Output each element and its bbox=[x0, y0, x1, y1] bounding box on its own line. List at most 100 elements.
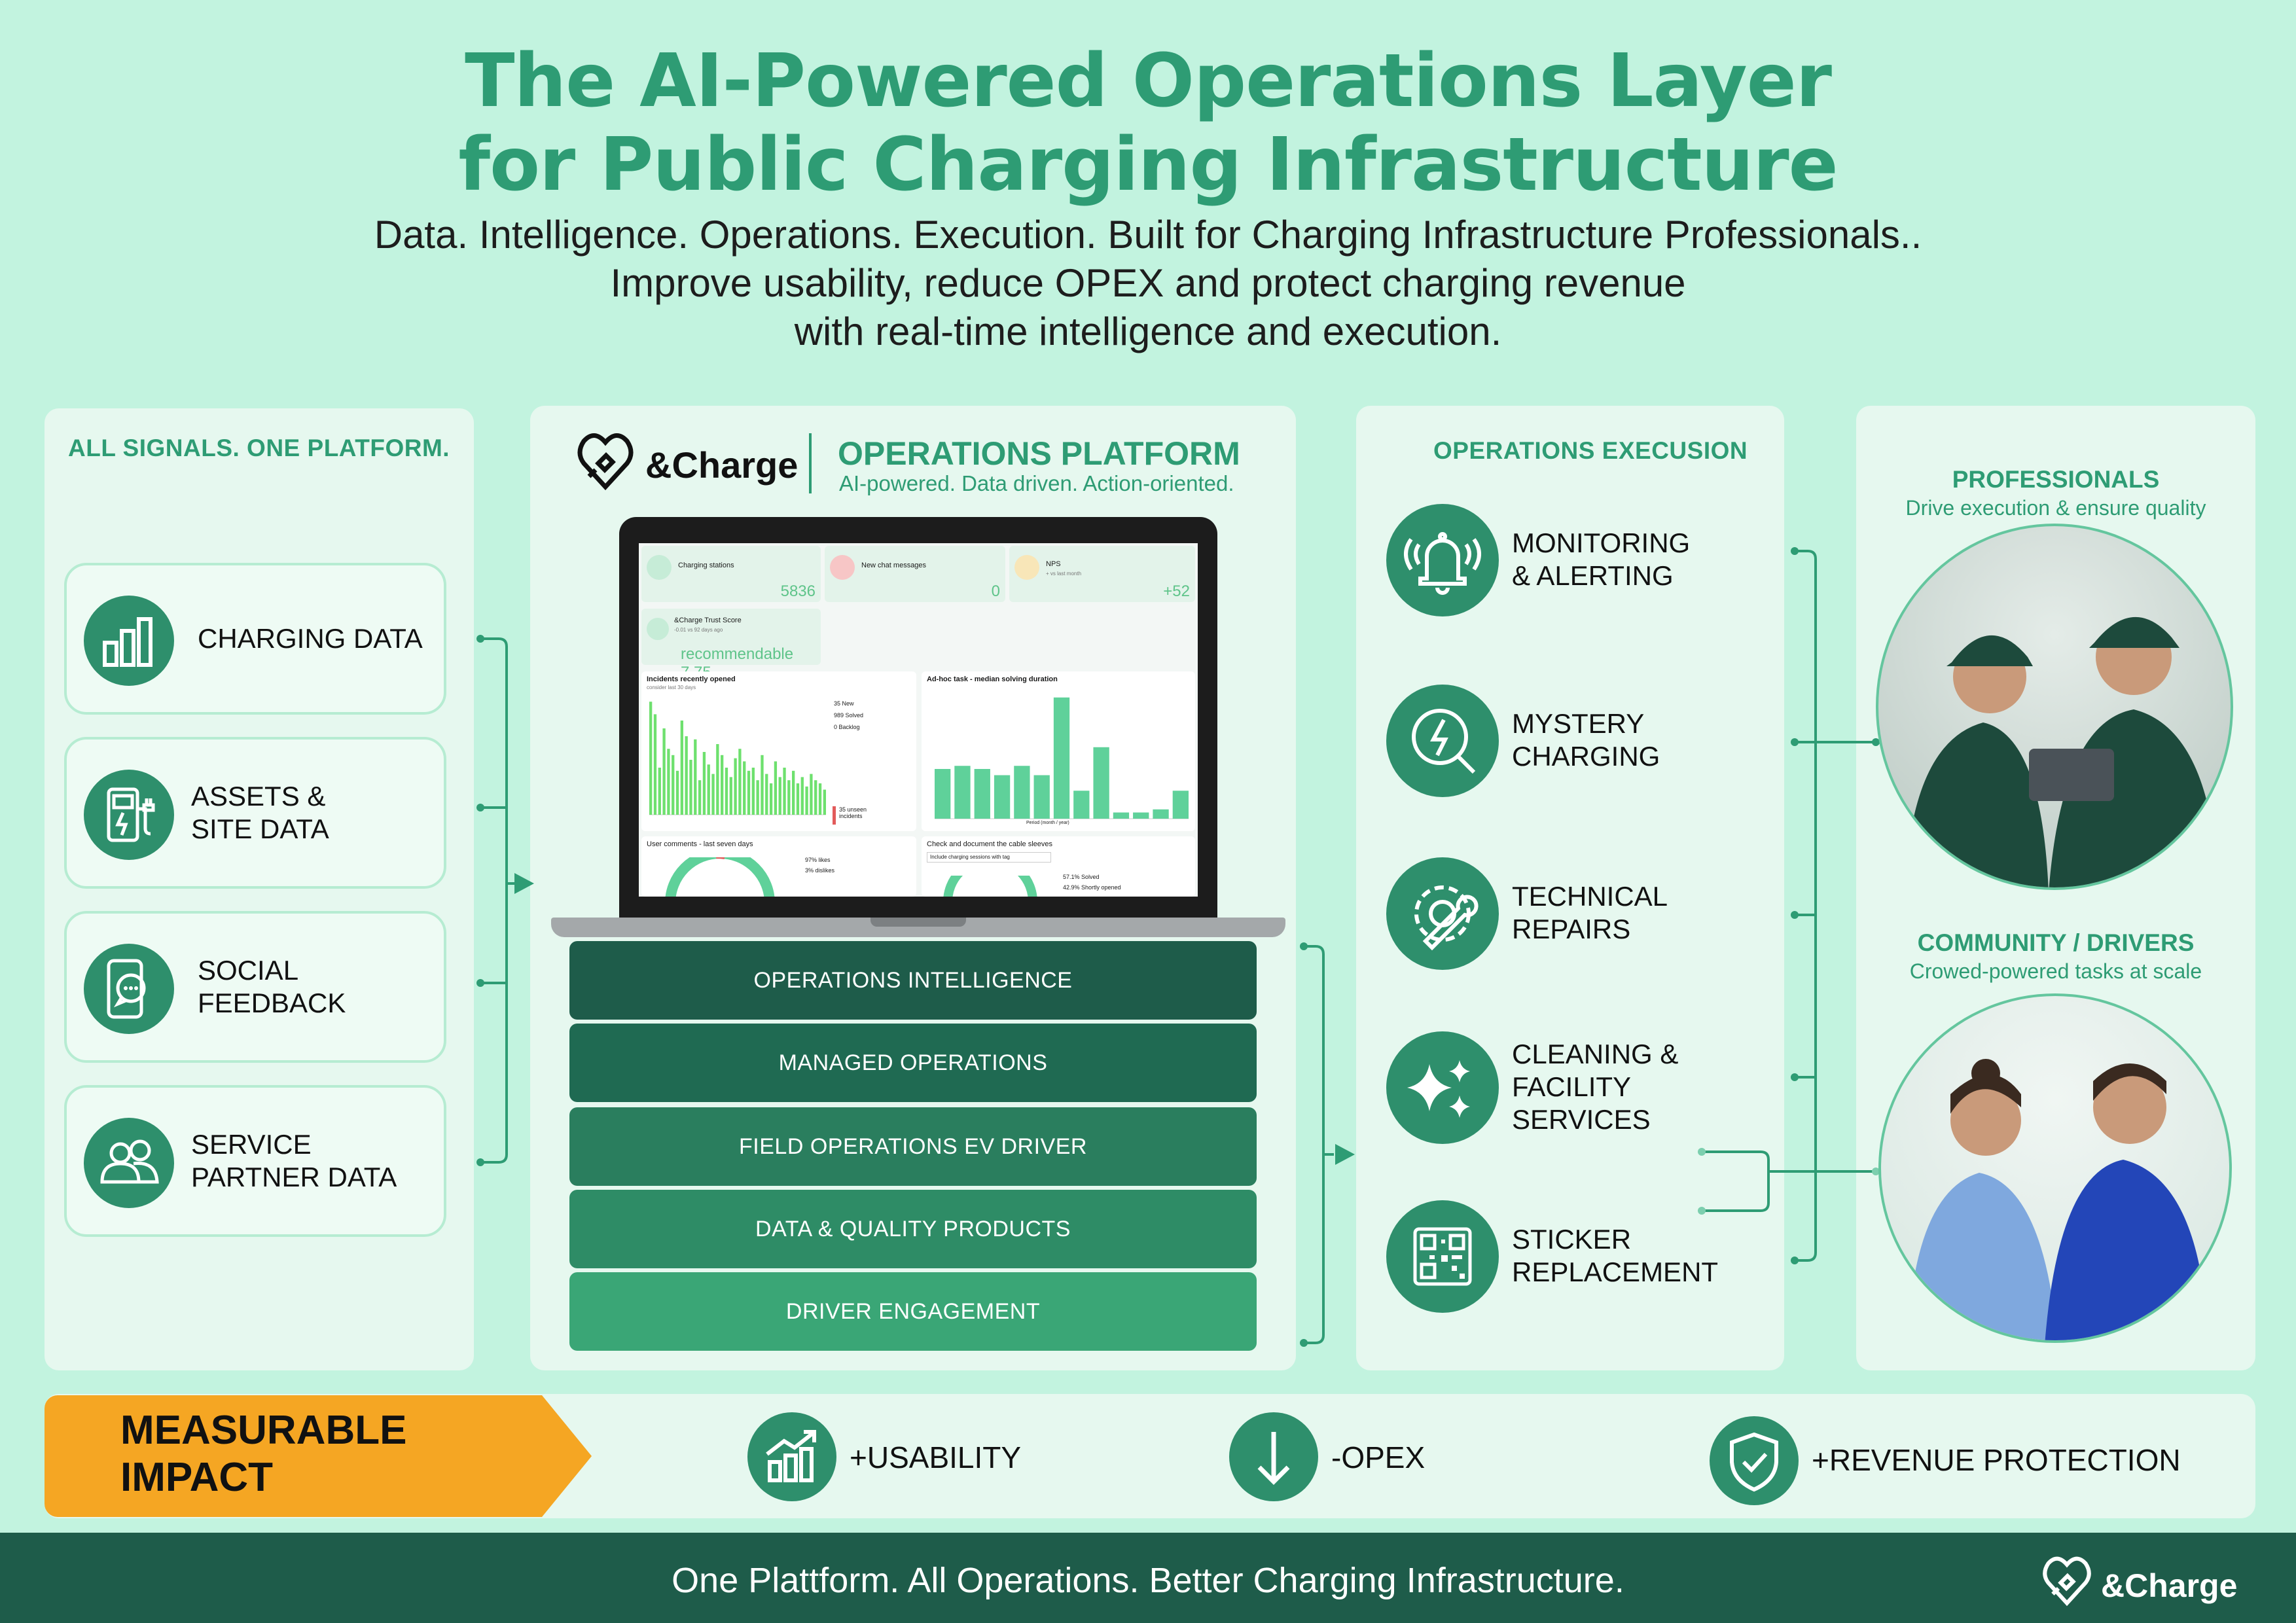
trust-label: &Charge Trust Score bbox=[674, 616, 742, 624]
exec-label: MONITORING & ALERTING bbox=[1512, 527, 1691, 591]
legend-item: 0 Backlog bbox=[834, 724, 860, 730]
chart-bar bbox=[1014, 766, 1030, 819]
unseen-marker bbox=[833, 806, 836, 825]
exec-cleaning: CLEANING & FACILITY SERVICES bbox=[1386, 1025, 1753, 1144]
heart-plug-logo-icon bbox=[2041, 1551, 2093, 1610]
chart-bar bbox=[658, 768, 661, 815]
chart-bar bbox=[729, 777, 732, 815]
signal-label: SOCIAL FEEDBACK bbox=[198, 955, 346, 1018]
kpi-card[interactable]: NPS + vs last month +52 bbox=[1009, 546, 1195, 602]
chart-bar bbox=[1153, 809, 1169, 819]
signal-card-assets: ASSETS & SITE DATA bbox=[64, 737, 446, 889]
exec-label: TECHNICAL REPAIRS bbox=[1512, 881, 1668, 944]
growth-chart-icon bbox=[747, 1412, 836, 1501]
chart-bar bbox=[747, 770, 751, 815]
chart-bar bbox=[935, 769, 951, 819]
bar-chart-icon bbox=[84, 596, 174, 686]
chart-sub: consider last 30 days bbox=[647, 685, 696, 690]
layer-driver-engagement: DRIVER ENGAGEMENT bbox=[569, 1272, 1257, 1351]
professionals-heading: PROFESSIONALS bbox=[1952, 466, 2160, 493]
kpi-sub: + vs last month bbox=[1046, 571, 1082, 577]
chart-bar bbox=[787, 780, 791, 815]
x-axis-label: Period (month / year) bbox=[1026, 821, 1069, 825]
legend-item: 42.9% Shortly opened bbox=[1063, 884, 1121, 891]
chart-bar bbox=[721, 755, 724, 815]
trust-icon bbox=[647, 618, 669, 640]
signal-card-social: SOCIAL FEEDBACK bbox=[64, 911, 446, 1063]
professionals-photo bbox=[1876, 524, 2233, 890]
chart-legend: 35 New 989 Solved 0 Backlog bbox=[834, 698, 863, 733]
page-title: The AI-Powered Operations Layer for Publ… bbox=[0, 39, 2296, 207]
chart-bar bbox=[680, 721, 683, 815]
platform-tagline: AI-powered. Data driven. Action-oriented… bbox=[839, 471, 1234, 495]
chart-bar bbox=[796, 783, 800, 815]
chart-bar bbox=[1172, 791, 1189, 819]
bell-icon bbox=[1386, 504, 1499, 616]
chart-bar bbox=[800, 777, 804, 815]
footer-brand: &Charge bbox=[2101, 1567, 2238, 1604]
chart-bar bbox=[662, 728, 666, 815]
adhoc-bar-chart bbox=[935, 697, 1189, 819]
legend-item: 989 Solved bbox=[834, 712, 864, 719]
community-heading: COMMUNITY / DRIVERS bbox=[1917, 929, 2195, 956]
kpi-label: NPS bbox=[1046, 560, 1061, 568]
signals-heading: ALL SIGNALS. ONE PLATFORM. bbox=[68, 435, 450, 461]
laptop-notch bbox=[870, 918, 966, 927]
adhoc-chart-card: Ad-hoc task - median solving duration Pe… bbox=[922, 671, 1195, 831]
exec-label: MYSTERY CHARGING bbox=[1512, 708, 1660, 772]
impact-usability: +USABILITY bbox=[850, 1440, 1022, 1474]
kpi-card[interactable]: Charging stations 5836 bbox=[641, 546, 821, 602]
chart-bar bbox=[743, 761, 746, 815]
footer bbox=[0, 1533, 2296, 1623]
execution-heading: OPERATIONS EXECUSION bbox=[1433, 437, 1748, 464]
chart-bar bbox=[685, 736, 688, 815]
chart-bar bbox=[702, 752, 706, 815]
exec-label: STICKER REPLACEMENT bbox=[1512, 1224, 1719, 1287]
chart-bar bbox=[765, 774, 768, 815]
brand-name: &Charge bbox=[645, 444, 798, 486]
legend-item: 3% dislikes bbox=[805, 867, 835, 874]
chart-bar bbox=[649, 702, 653, 815]
impact-arrow bbox=[45, 1395, 592, 1517]
chart-bar bbox=[814, 780, 817, 815]
impact-revenue: +REVENUE PROTECTION bbox=[1812, 1443, 2181, 1477]
chart-bar bbox=[974, 769, 990, 819]
trust-sub: -0.01 vs 92 days ago bbox=[674, 627, 723, 633]
kpi-card[interactable]: New chat messages 0 bbox=[825, 546, 1005, 602]
people-icon bbox=[84, 1118, 174, 1208]
kpi-label: Charging stations bbox=[678, 562, 734, 569]
trust-score-card[interactable]: &Charge Trust Score -0.01 vs 92 days ago… bbox=[641, 609, 821, 681]
chart-bar bbox=[667, 749, 670, 815]
comments-card: User comments - last seven days 97% like… bbox=[641, 836, 916, 897]
chart-title: User comments - last seven days bbox=[647, 840, 753, 848]
chart-bar bbox=[761, 755, 764, 815]
incidents-bar-chart bbox=[649, 702, 826, 815]
layer-operations-intelligence: OPERATIONS INTELLIGENCE bbox=[569, 941, 1257, 1020]
shield-check-icon bbox=[1710, 1416, 1799, 1505]
gear-wrench-icon bbox=[1386, 857, 1499, 970]
chart-bar bbox=[751, 768, 755, 815]
legend-item: 97% likes bbox=[805, 857, 831, 863]
title-line-1: The AI-Powered Operations Layer bbox=[465, 39, 1832, 124]
kpi-value: 0 bbox=[991, 582, 1000, 600]
chart-bar bbox=[818, 783, 822, 815]
subtitle-line-1: Data. Intelligence. Operations. Executio… bbox=[374, 213, 1922, 257]
kpi-value: +52 bbox=[1163, 582, 1190, 600]
chart-legend: 97% likes 3% dislikes bbox=[805, 855, 834, 876]
chart-bar bbox=[675, 770, 679, 815]
heart-plug-logo-icon bbox=[576, 427, 635, 495]
tag-select[interactable]: Include charging sessions with tag bbox=[927, 852, 1051, 863]
exec-technical-repairs: TECHNICAL REPAIRS bbox=[1386, 851, 1753, 970]
subtitle-line-2: Improve usability, reduce OPEX and prote… bbox=[610, 261, 1686, 305]
chart-bar bbox=[698, 780, 702, 815]
chart-bar bbox=[810, 774, 813, 815]
chart-bar bbox=[707, 764, 710, 815]
sparkle-icon bbox=[1386, 1031, 1499, 1144]
platform-heading: OPERATIONS PLATFORM bbox=[838, 435, 1240, 472]
chat-icon bbox=[830, 555, 855, 580]
chart-bar bbox=[1053, 697, 1070, 819]
chart-bar bbox=[954, 766, 971, 819]
exec-sticker-replacement: STICKER REPLACEMENT bbox=[1386, 1194, 1753, 1313]
signal-card-service-partner: SERVICE PARTNER DATA bbox=[64, 1085, 446, 1237]
kpi-label: New chat messages bbox=[861, 562, 927, 569]
